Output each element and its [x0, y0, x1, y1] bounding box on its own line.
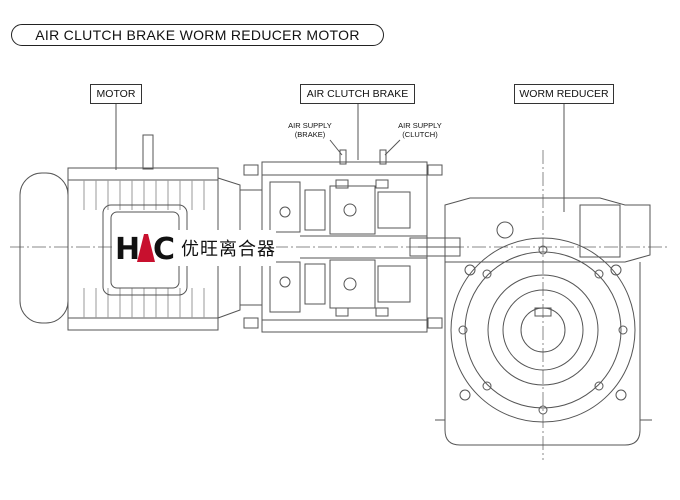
motor-label-text: MOTOR	[96, 88, 136, 100]
hac-logo-watermark: H C 优旺离合器	[115, 230, 276, 266]
air-clutch-brake-label-text: AIR CLUTCH BRAKE	[306, 88, 409, 100]
diagram-title: AIR CLUTCH BRAKE WORM REDUCER MOTOR	[11, 24, 384, 46]
worm-reducer-drawing	[435, 197, 652, 446]
svg-text:H: H	[115, 232, 140, 264]
air-supply-brake-label: AIR SUPPLY (BRAKE)	[280, 121, 340, 139]
air-supply-brake-line1: AIR SUPPLY	[288, 121, 332, 130]
motor-label: MOTOR	[90, 84, 142, 104]
motor-drawing	[19, 134, 262, 331]
centerline	[10, 150, 670, 460]
air-supply-brake-line2: (BRAKE)	[294, 130, 326, 139]
diagram-title-text: AIR CLUTCH BRAKE WORM REDUCER MOTOR	[35, 27, 360, 43]
air-supply-clutch-line1: AIR SUPPLY	[398, 121, 442, 130]
hac-logo-mark: H C	[115, 232, 175, 264]
logo-chinese-text: 优旺离合器	[181, 239, 276, 260]
svg-text:C: C	[153, 232, 175, 264]
air-supply-clutch-label: AIR SUPPLY (CLUTCH)	[390, 121, 450, 139]
worm-reducer-label-text: WORM REDUCER	[519, 88, 609, 100]
clutch-brake-drawing	[243, 149, 461, 333]
air-clutch-brake-label: AIR CLUTCH BRAKE	[300, 84, 415, 104]
air-supply-clutch-line2: (CLUTCH)	[402, 130, 438, 139]
leader-lines	[115, 104, 565, 212]
worm-reducer-label: WORM REDUCER	[514, 84, 614, 104]
